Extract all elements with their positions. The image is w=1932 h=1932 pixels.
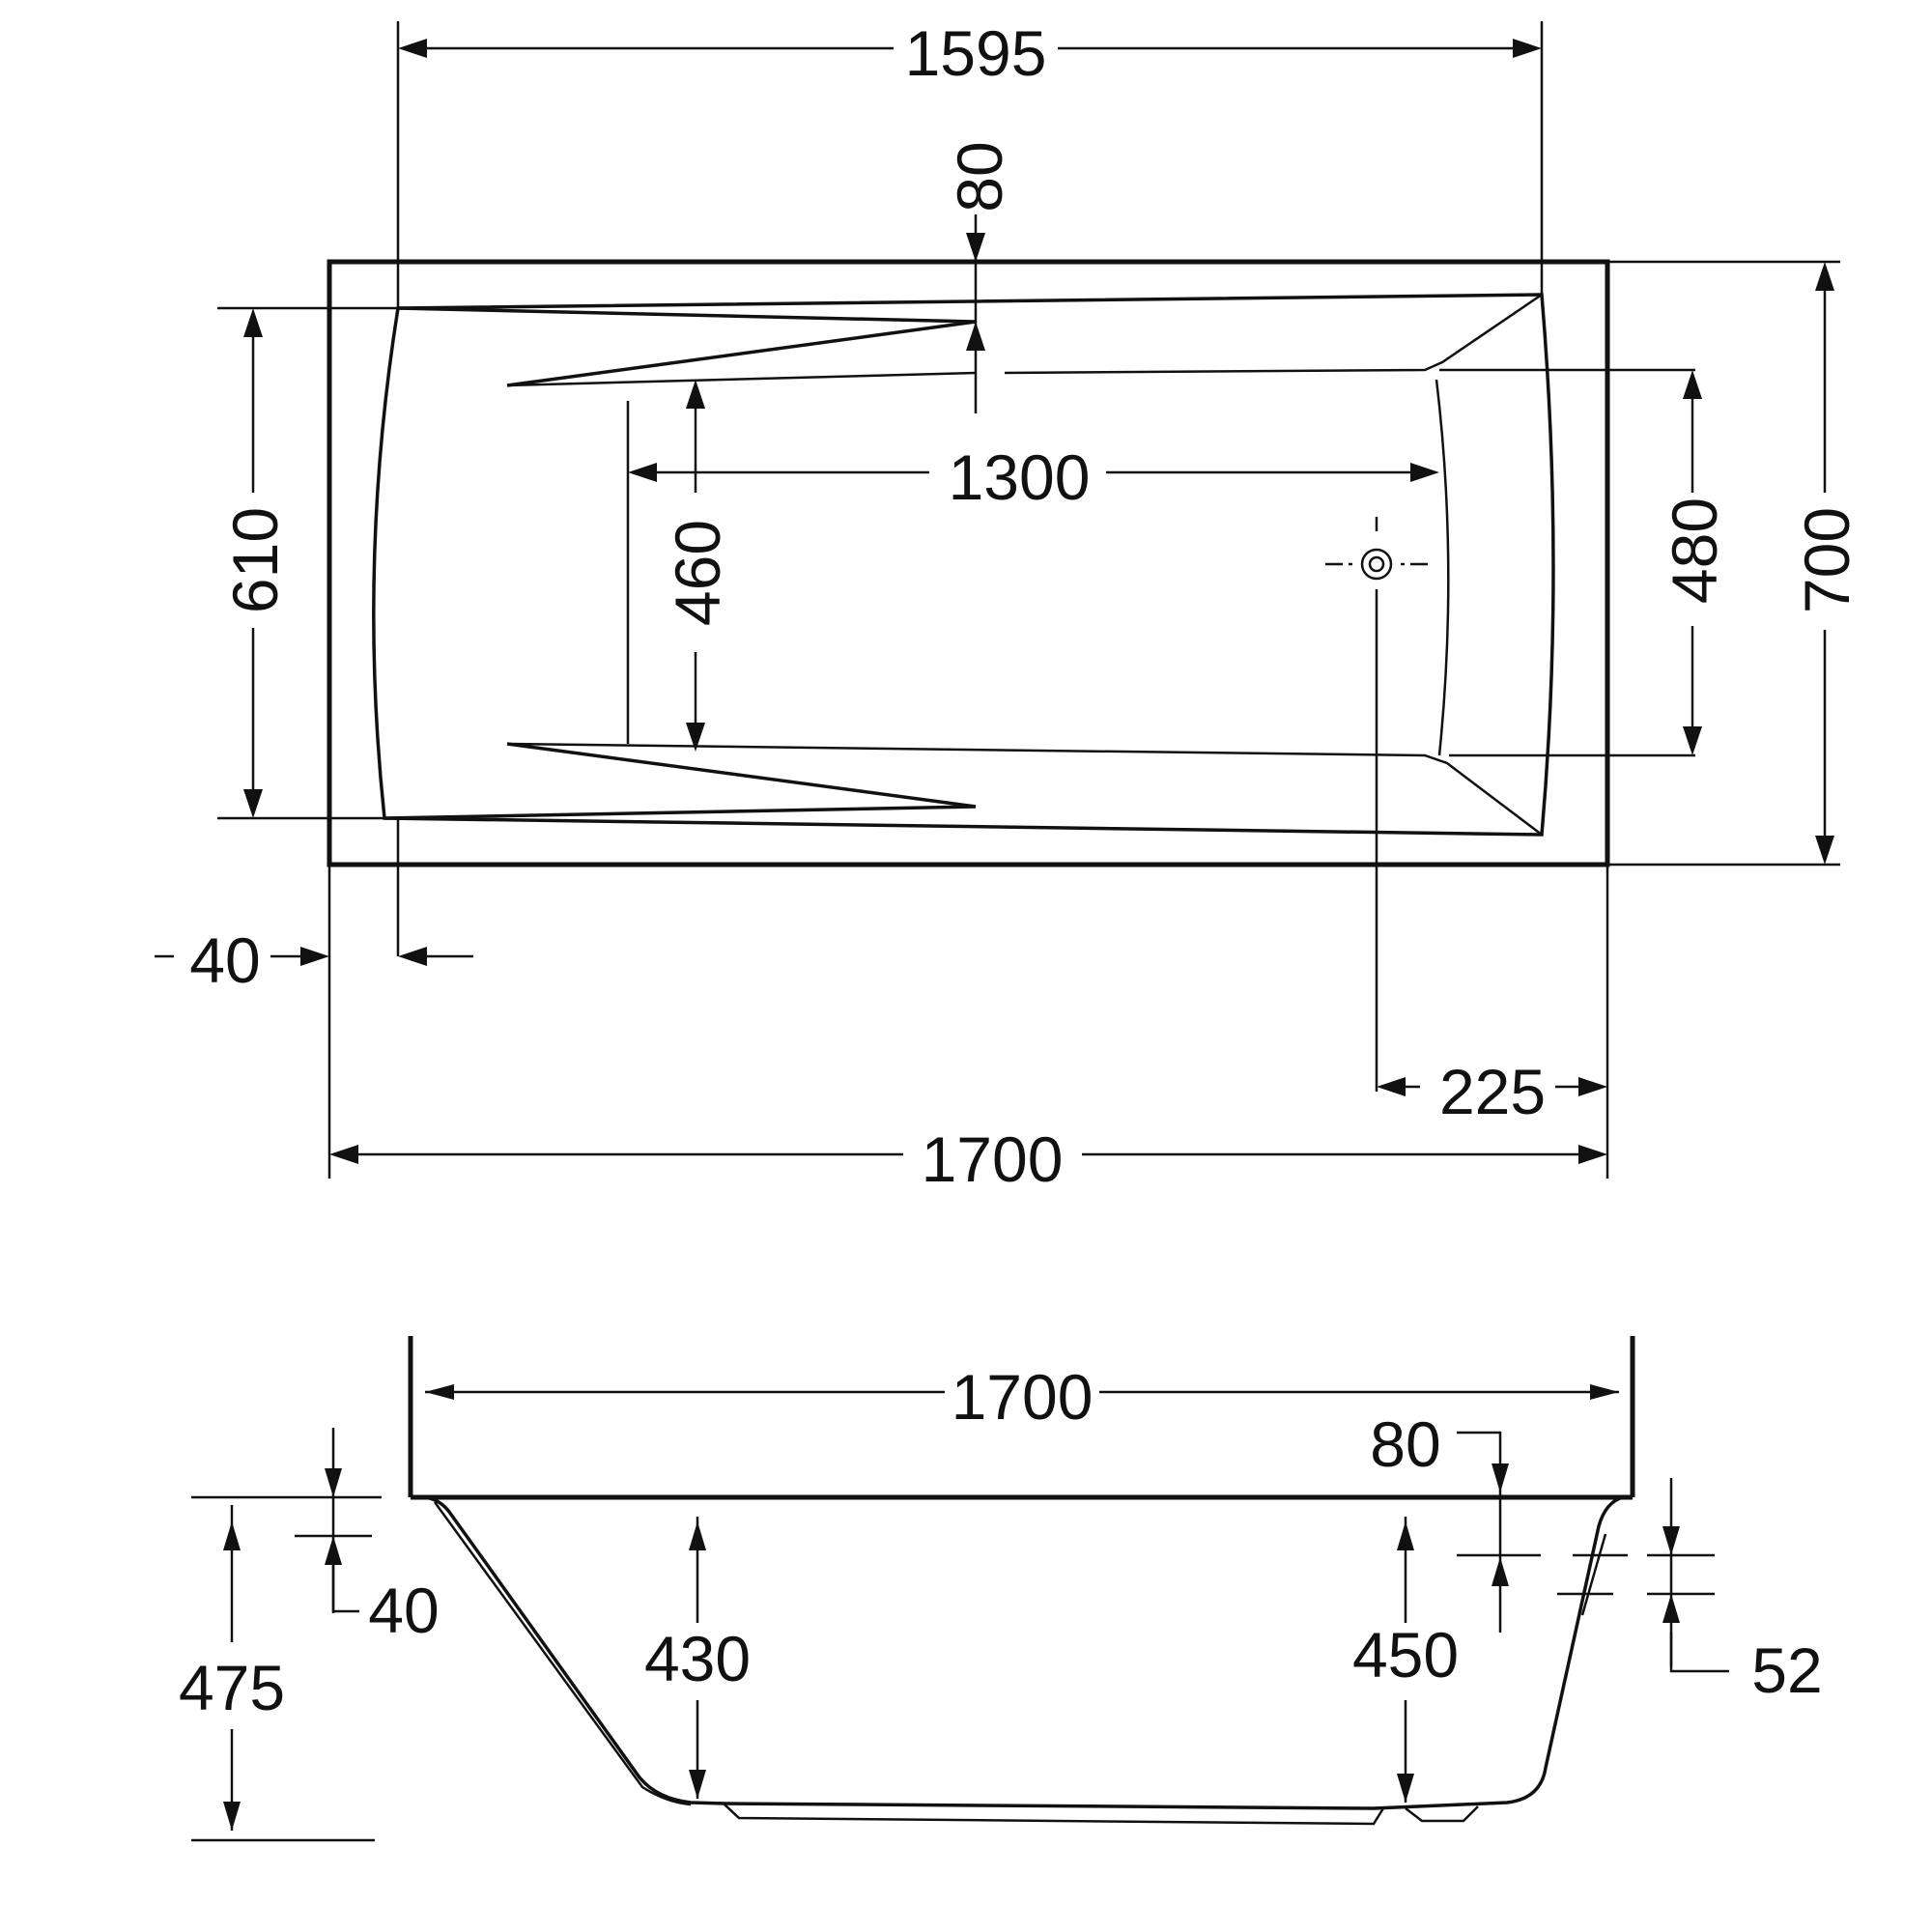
dim-1700-plan-label: 1700 bbox=[922, 1123, 1064, 1195]
dim-section-depth-right: 450 bbox=[1352, 1517, 1459, 1803]
dim-700-label: 700 bbox=[1791, 507, 1862, 613]
dim-225-label: 225 bbox=[1439, 1056, 1546, 1127]
dim-section-depth-left: 430 bbox=[644, 1517, 751, 1799]
section-tub-profile bbox=[411, 1495, 1633, 1810]
outer-rim bbox=[327, 259, 1610, 867]
dim-section-lip: 52 bbox=[1647, 1478, 1823, 1706]
dim-80-section-label: 80 bbox=[1370, 1408, 1440, 1480]
dim-inner-length-top: 1595 bbox=[396, 17, 1544, 307]
floor-top-edge-2 bbox=[1004, 293, 1543, 375]
dim-480-label: 480 bbox=[1659, 497, 1730, 604]
dim-overall-width: 700 bbox=[1607, 260, 1862, 867]
section-foot-left bbox=[724, 1804, 1385, 1826]
dim-80-label: 80 bbox=[944, 141, 1015, 212]
floor-bottom-edge bbox=[506, 742, 1543, 836]
dim-section-lip-ticks bbox=[1557, 1533, 1628, 1616]
dim-rim-side: 40 bbox=[155, 818, 473, 1179]
dim-475-label: 475 bbox=[179, 1652, 285, 1723]
dim-40-label: 40 bbox=[189, 924, 260, 996]
section-view: 1700 80 52 bbox=[179, 1336, 1823, 1842]
dim-40-section-label: 40 bbox=[368, 1575, 439, 1646]
dim-rim-top: 80 bbox=[944, 141, 1015, 413]
head-slope-bottom bbox=[506, 742, 977, 809]
dim-460-label: 460 bbox=[662, 520, 733, 626]
dim-1700-section-label: 1700 bbox=[952, 1361, 1094, 1433]
bottom-slope-line bbox=[384, 805, 977, 820]
dim-52-label: 52 bbox=[1751, 1634, 1822, 1706]
dim-section-height: 475 bbox=[179, 1495, 382, 1842]
section-tub-profile-inner bbox=[433, 1501, 692, 1806]
dim-section-length: 1700 bbox=[425, 1361, 1619, 1433]
plan-view: 1595 80 610 1300 bbox=[155, 17, 1862, 1195]
backrest-curve bbox=[1435, 379, 1450, 756]
dim-450-label: 450 bbox=[1352, 1619, 1459, 1690]
dim-1300-label: 1300 bbox=[949, 441, 1091, 513]
dim-drain-offset: 225 bbox=[1377, 865, 1609, 1179]
head-slope-top bbox=[506, 320, 977, 387]
dim-section-rim-left: 40 bbox=[295, 1428, 440, 1646]
drain-symbol bbox=[1325, 517, 1428, 1092]
dim-foot-width: 480 bbox=[1439, 368, 1730, 757]
dim-section-rim-right: 80 bbox=[1370, 1408, 1541, 1633]
dim-overall-length: 1700 bbox=[329, 1123, 1607, 1195]
dim-1595-label: 1595 bbox=[905, 17, 1047, 89]
floor-top-edge bbox=[506, 371, 977, 387]
dim-430-label: 430 bbox=[644, 1623, 751, 1694]
dim-head-width: 610 bbox=[217, 306, 398, 820]
dim-inner-length: 1300 bbox=[626, 401, 1439, 744]
section-foot-right bbox=[1405, 1805, 1479, 1823]
dim-610-label: 610 bbox=[219, 507, 291, 613]
top-slope-line bbox=[397, 306, 977, 324]
dim-bottom-width: 460 bbox=[662, 380, 733, 752]
